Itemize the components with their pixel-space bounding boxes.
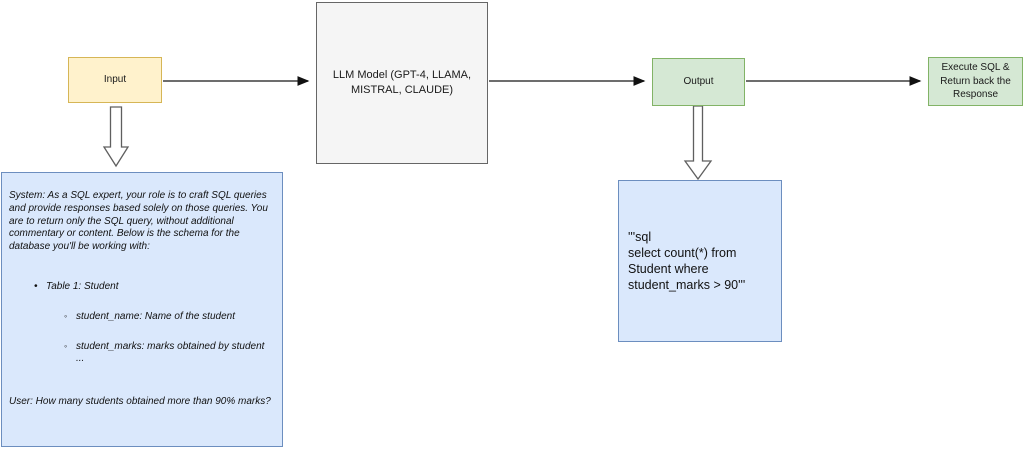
prompt-detail-box: System: As a SQL expert, your role is to… xyxy=(1,172,283,447)
node-execute-sql-label: Execute SQL & Return back the Response xyxy=(940,62,1011,101)
block-arrow-output-to-sql xyxy=(683,105,713,181)
field-student-marks-line: student_marks: marks obtained by student xyxy=(76,340,265,352)
sql-code-line: select count(*) from xyxy=(628,245,737,260)
sub-bullet-marker: ◦ xyxy=(64,310,68,321)
table-bullet-text: Table 1: Student xyxy=(46,280,119,292)
node-llm-model-label: LLM Model (GPT-4, LLAMA, MISTRAL, CLAUDE… xyxy=(332,69,472,96)
node-input-label: Input xyxy=(103,74,127,86)
node-input: Input xyxy=(68,57,162,103)
ellipsis-text: ... xyxy=(76,353,85,365)
node-output-label: Output xyxy=(683,76,714,88)
list-item-table: • Table 1: Student xyxy=(9,281,274,294)
sql-code-line: student_marks > 90''' xyxy=(628,278,746,293)
user-prompt-text: User: How many students obtained more th… xyxy=(9,396,271,408)
node-output: Output xyxy=(652,58,745,106)
sql-output-box: '''sql select count(*) from Student wher… xyxy=(618,180,782,342)
sql-code-line: Student where xyxy=(628,262,709,276)
list-item-student-marks: ◦ student_marks: marks obtained by stude… xyxy=(9,341,274,367)
sql-code-line: '''sql xyxy=(628,229,652,244)
system-prompt-text: System: As a SQL expert, your role is to… xyxy=(9,190,268,253)
node-llm-model: LLM Model (GPT-4, LLAMA, MISTRAL, CLAUDE… xyxy=(316,2,488,164)
sub-bullet-marker: ◦ xyxy=(64,340,68,351)
list-item-student-name: ◦ student_name: Name of the student xyxy=(9,311,274,324)
field-student-name-text: student_name: Name of the student xyxy=(76,310,235,322)
block-arrow-input-to-prompt xyxy=(102,106,130,168)
bullet-marker: • xyxy=(34,280,38,292)
field-student-marks-text: student_marks: marks obtained by student… xyxy=(76,341,264,367)
node-execute-sql: Execute SQL & Return back the Response xyxy=(928,57,1023,106)
